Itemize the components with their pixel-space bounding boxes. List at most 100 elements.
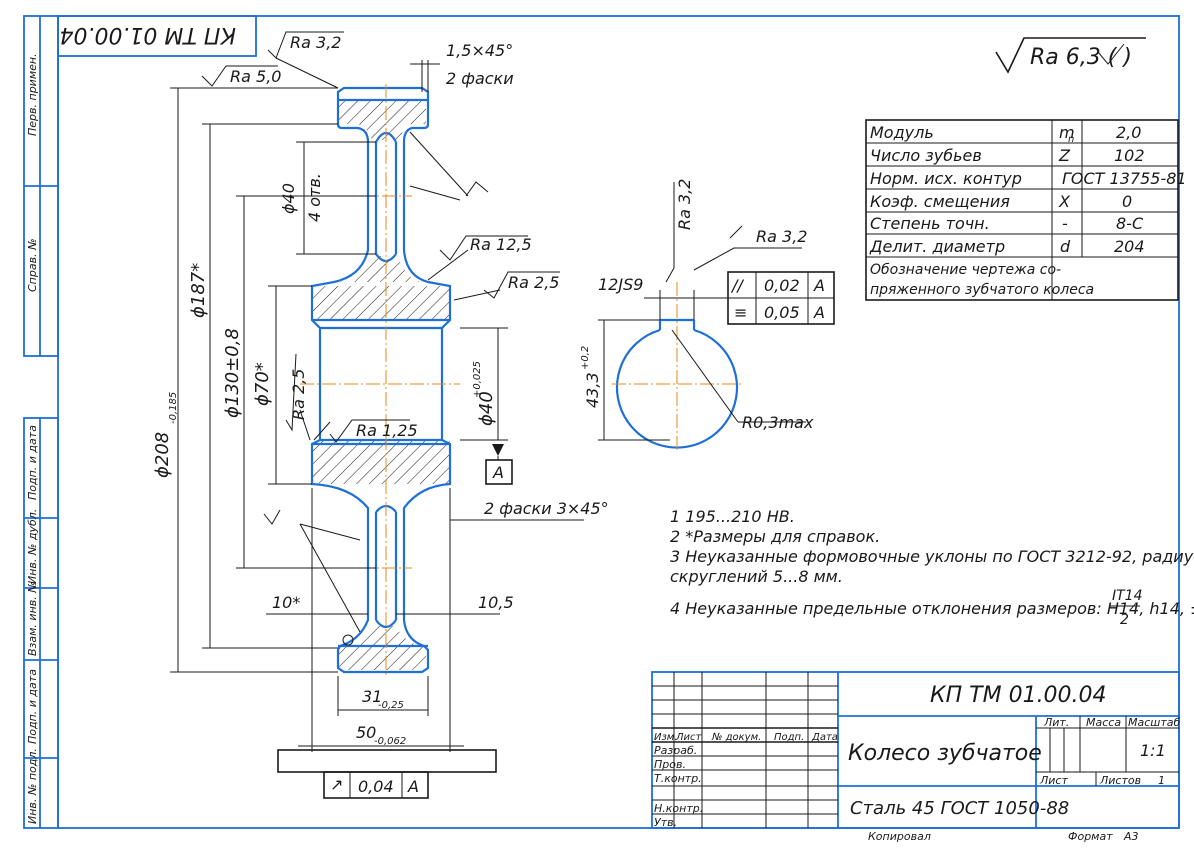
dim-130: ϕ130±0,8 (222, 328, 243, 418)
svg-text:1 195...210 HB.: 1 195...210 HB. (670, 507, 795, 526)
ra-1-25: Ra 1,25 (356, 421, 418, 440)
section-dimension-lines (170, 60, 584, 773)
sheet-frame (23, 15, 1180, 829)
title-block-part-name: Колесо зубчатое (848, 741, 1042, 766)
svg-text:≡: ≡ (734, 303, 747, 322)
svg-text:Разраб.: Разраб. (654, 744, 697, 757)
svg-text:Z: Z (1058, 146, 1071, 165)
svg-text:A: A (407, 777, 419, 796)
svg-text:X: X (1058, 192, 1071, 211)
svg-text:Пров.: Пров. (654, 758, 686, 771)
svg-text:Обозначение чертежа со-: Обозначение чертежа со- (870, 262, 1061, 278)
svg-text:Степень точн.: Степень точн. (870, 214, 990, 233)
svg-text:A3: A3 (1123, 830, 1139, 843)
dim-holes: ϕ40 4 отв. (279, 173, 324, 222)
svg-text:Ra 3,2: Ra 3,2 (675, 179, 694, 230)
svg-text:Утв.: Утв. (654, 816, 677, 829)
ra-12-5: Ra 12,5 (470, 235, 532, 254)
svg-text:d: d (1060, 237, 1071, 256)
dim-50: 50 -0,062 (356, 723, 406, 747)
svg-text:Перв. примен.: Перв. примен. (26, 53, 39, 136)
general-roughness: Ra 6,3 ( ) (995, 37, 1146, 74)
svg-text:Копировал: Копировал (868, 830, 931, 843)
svg-text:Ra 2,5: Ra 2,5 (289, 369, 308, 420)
svg-text:10*: 10* (272, 593, 300, 612)
svg-text:ГОСТ 13755-81: ГОСТ 13755-81 (1062, 169, 1187, 188)
title-block-grid (651, 671, 1180, 829)
param-row-accuracy: Степень точн. - 8-С (870, 214, 1144, 233)
svg-text:3 Неуказанные формовочные у: 3 Неуказанные формовочные уклоны по ГОСТ… (670, 547, 1194, 566)
svg-text:0,04: 0,04 (358, 777, 394, 796)
svg-text:102: 102 (1114, 146, 1145, 165)
dim-208: ϕ208 -0,185 (152, 392, 179, 478)
svg-text:Н.контр.: Н.контр. (654, 802, 703, 815)
svg-text:1: 1 (1158, 774, 1165, 787)
datum-a: A (492, 463, 504, 482)
svg-text:IT14: IT14 (1112, 588, 1143, 604)
keyway-view (598, 182, 835, 450)
svg-text:n: n (1068, 134, 1074, 145)
rotated-designation: КП ТМ 01.00.04 (59, 22, 236, 47)
svg-text:Инв. № подл.: Инв. № подл. (26, 748, 39, 824)
param-row-teeth: Число зубьев Z 102 (870, 146, 1145, 165)
svg-text:-0,25: -0,25 (378, 700, 404, 711)
dim-70: ϕ70* (252, 362, 273, 406)
ra-5-0: Ra 5,0 (230, 67, 281, 86)
svg-text:Ra 3,2: Ra 3,2 (756, 227, 807, 246)
svg-text:2: 2 (1120, 612, 1129, 628)
svg-text:+0,2: +0,2 (580, 346, 591, 370)
svg-text:1,5×45°: 1,5×45° (446, 41, 513, 60)
param-row-shift: Коэф. смещения X 0 (870, 192, 1132, 211)
dim-keyway-width: 12JS9 (598, 275, 643, 294)
svg-text:1:1: 1:1 (1140, 741, 1166, 760)
svg-text:ϕ208: ϕ208 (152, 432, 173, 478)
svg-text:-0,185: -0,185 (168, 392, 179, 424)
ra-3-2-key: Ra 3,2 (756, 227, 807, 246)
svg-text:R0,3max: R0,3max (742, 413, 814, 432)
side-label-2: Справ. № (26, 238, 39, 292)
svg-text:КП ТМ 01.00.04: КП ТМ 01.00.04 (59, 22, 236, 47)
dim-10-5: 10,5 (478, 593, 514, 612)
svg-text:Норм. исх. контур: Норм. исх. контур (870, 169, 1022, 188)
side-label-4: Инв. № дубл. (26, 509, 39, 584)
svg-text:4 отв.: 4 отв. (305, 173, 324, 222)
title-block-meta: Лит. Масса Масштаб 1:1 Лист Листов 1 (1039, 716, 1180, 787)
title-block-footer: Копировал Формат A3 (868, 830, 1139, 843)
dim-keyway-depth: 43,3 +0,2 (580, 346, 602, 408)
ra-3-2-key-vertical: Ra 3,2 (675, 179, 694, 230)
dim-10: 10* (272, 593, 300, 612)
svg-text:A: A (813, 303, 825, 322)
svg-text:ϕ130±0,8: ϕ130±0,8 (222, 328, 243, 418)
svg-text:Т.контр.: Т.контр. (654, 772, 702, 785)
svg-text:Ra 6,3 ( ): Ra 6,3 ( ) (1030, 45, 1132, 70)
ra-2-5-bore: Ra 2,5 (289, 369, 308, 420)
title-block-designation: КП ТМ 01.00.04 (930, 683, 1107, 708)
dim-31: 31 -0,25 (362, 687, 404, 711)
tol-runout: ↗ 0,04 A (323, 771, 429, 799)
tol-parallel: // 0,02 A (730, 276, 825, 295)
svg-text:204: 204 (1114, 237, 1145, 256)
svg-text:Коэф. смещения: Коэф. смещения (870, 192, 1010, 211)
dim-radius: R0,3max (742, 413, 814, 432)
svg-text:КП ТМ 01.00.04: КП ТМ 01.00.04 (930, 683, 1107, 708)
svg-text:пряженного зубчатого колеса: пряженного зубчатого колеса (870, 282, 1094, 298)
svg-text:скруглений 5...8 мм.: скруглений 5...8 мм. (670, 567, 843, 586)
svg-text:8-С: 8-С (1116, 214, 1144, 233)
svg-text:↗: ↗ (330, 775, 343, 794)
svg-text:Формат: Формат (1068, 830, 1113, 843)
svg-text:Модуль: Модуль (870, 123, 934, 142)
svg-text:Сталь 45 ГОСТ 1050-88: Сталь 45 ГОСТ 1050-88 (850, 798, 1069, 819)
param-row-module: Модуль m n 2,0 (870, 123, 1141, 145)
svg-text:Инв. № дубл.: Инв. № дубл. (26, 509, 39, 584)
svg-text://: // (730, 276, 744, 295)
svg-text:43,3: 43,3 (583, 372, 602, 408)
svg-text:10,5: 10,5 (478, 593, 514, 612)
param-row-profile: Норм. исх. контур ГОСТ 13755-81 (870, 169, 1187, 188)
svg-text:Ra 2,5: Ra 2,5 (508, 273, 559, 292)
svg-text:m: m (1059, 123, 1075, 142)
technical-notes: 1 195...210 HB. 2 *Размеры для справок. … (670, 507, 1194, 628)
svg-text:ϕ40: ϕ40 (279, 183, 298, 214)
svg-text:A: A (492, 463, 504, 482)
svg-text:+0,025: +0,025 (472, 361, 483, 398)
